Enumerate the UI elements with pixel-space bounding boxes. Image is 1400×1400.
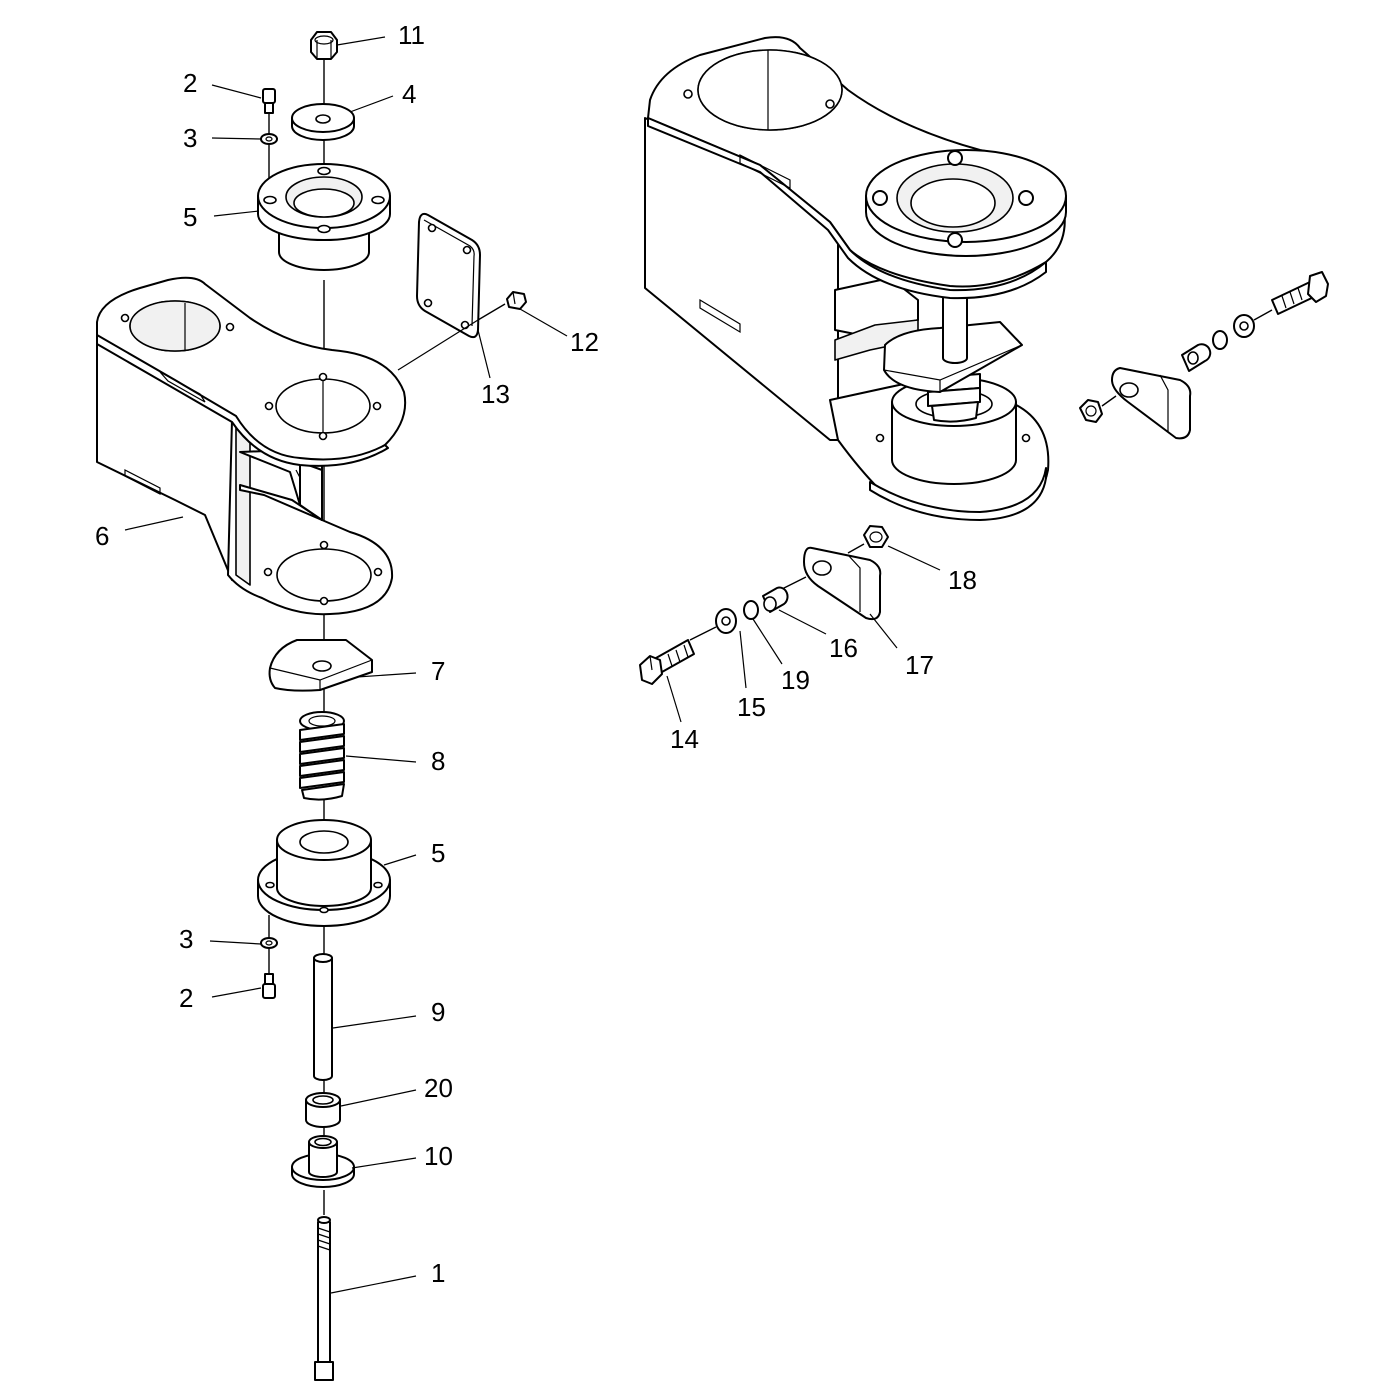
callout-20: 20 xyxy=(424,1073,453,1103)
part-14-hex-bolt xyxy=(639,639,695,685)
part-5-flanged-housing-bottom xyxy=(257,819,391,927)
callout-1: 1 xyxy=(431,1258,445,1288)
callout-11: 11 xyxy=(398,20,425,50)
part-11-lock-nut xyxy=(310,31,338,60)
part-12-hex-bolt xyxy=(477,291,527,321)
part-19-o-ring xyxy=(743,600,759,620)
callout-8: 8 xyxy=(431,746,445,776)
leader-lines xyxy=(124,36,941,1294)
callout-19: 19 xyxy=(781,665,810,695)
part-6-arm-housing xyxy=(96,276,407,616)
callout-13: 13 xyxy=(481,379,510,409)
callout-16: 16 xyxy=(829,633,858,663)
callout-18: 18 xyxy=(948,565,977,595)
part-4-flat-washer xyxy=(291,103,355,141)
part-3-washer-top xyxy=(260,133,278,145)
callout-5-top: 5 xyxy=(183,202,197,232)
callout-5-bottom: 5 xyxy=(431,838,445,868)
callout-9: 9 xyxy=(431,997,445,1027)
callout-2-top: 2 xyxy=(183,68,197,98)
part-9-pin xyxy=(313,953,333,1081)
part-15-washer xyxy=(715,608,737,634)
callout-15: 15 xyxy=(737,692,766,722)
callout-17: 17 xyxy=(905,650,934,680)
callout-14: 14 xyxy=(670,724,699,754)
part-3-washer-bottom xyxy=(260,937,278,949)
part-18-nut xyxy=(863,525,889,548)
part-20-bushing xyxy=(305,1092,341,1128)
callout-labels: 11 2 4 3 5 12 13 6 7 8 5 3 2 9 20 10 1 1… xyxy=(95,20,977,1288)
callout-4: 4 xyxy=(402,79,416,109)
callout-2-bottom: 2 xyxy=(179,983,193,1013)
callout-12: 12 xyxy=(570,327,599,357)
part-16-spacer xyxy=(762,586,789,613)
callout-10: 10 xyxy=(424,1141,453,1171)
part-10-flanged-sleeve xyxy=(291,1135,355,1188)
part-5-flanged-housing-top xyxy=(257,163,391,271)
callout-3-bottom: 3 xyxy=(179,924,193,954)
part-13-cover-plate xyxy=(416,212,481,339)
callout-7: 7 xyxy=(431,656,445,686)
part-8-compression-spring xyxy=(299,711,345,801)
part-1-long-bolt xyxy=(314,1216,334,1381)
part-2-cap-screw-top xyxy=(262,88,276,114)
part-17-bracket xyxy=(803,546,882,621)
part-2-cap-screw-bottom xyxy=(262,973,276,999)
callout-3-top: 3 xyxy=(183,123,197,153)
callout-6: 6 xyxy=(95,521,109,551)
part-7-spring-plate xyxy=(268,639,373,692)
assembled-arm-view xyxy=(644,36,1329,521)
